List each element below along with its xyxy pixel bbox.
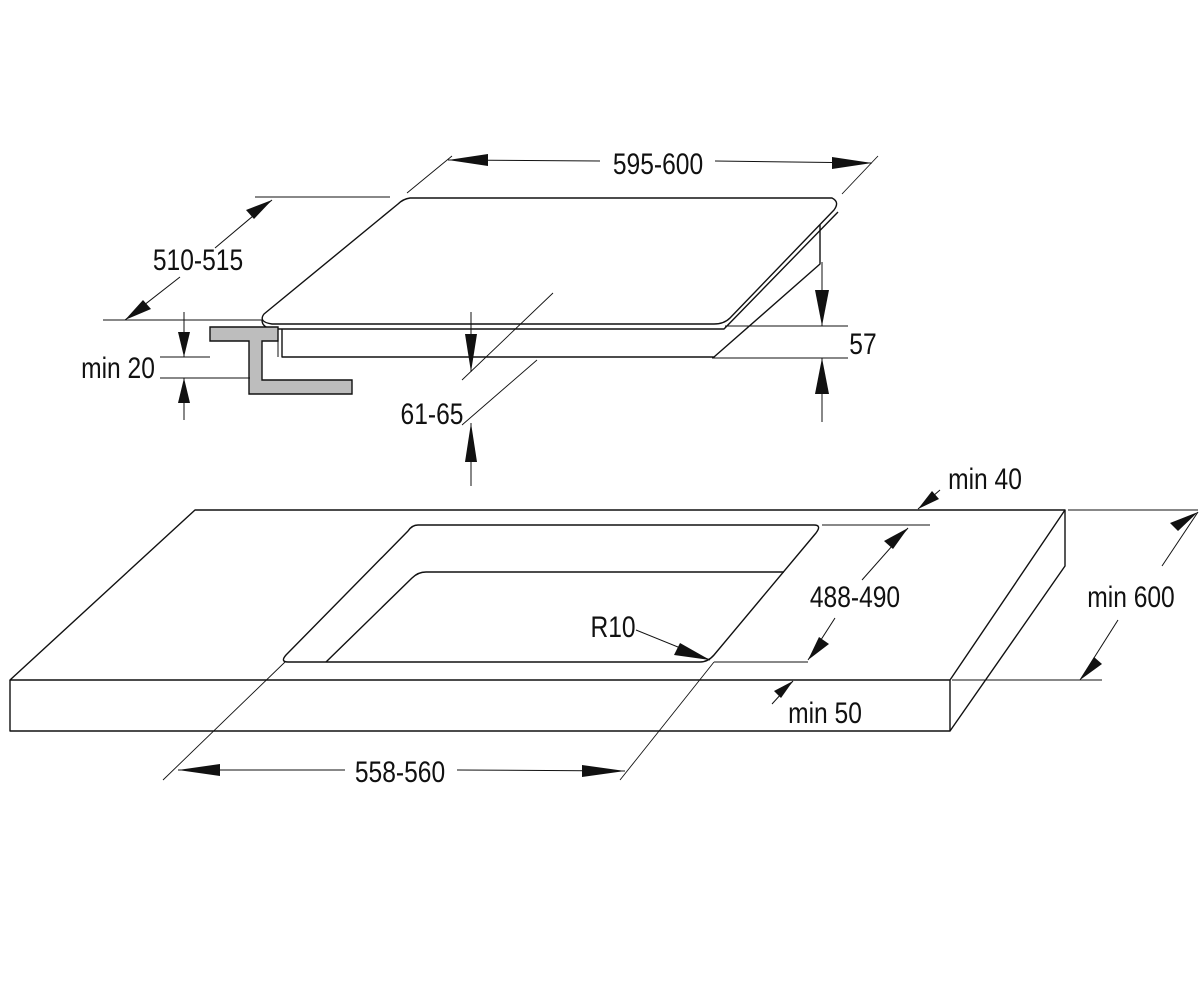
dimension-hob-width: [406, 154, 879, 195]
label-cutout-depth: 488-490: [810, 580, 900, 614]
label-installation-depth: 61-65: [401, 397, 464, 431]
fixing-bracket: [209, 326, 353, 395]
label-hob-height: 57: [849, 327, 876, 361]
label-hob-depth: 510-515: [153, 243, 243, 277]
label-corner-radius: R10: [590, 610, 635, 644]
label-worktop-depth: min 600: [1087, 580, 1174, 614]
dimension-worktop-depth: [952, 509, 1199, 681]
worktop-front-face: [9, 680, 951, 732]
label-hob-width: 595-600: [613, 147, 703, 181]
dimension-back-clearance: [771, 680, 794, 705]
cutout-inner-edge: [325, 571, 784, 663]
label-cutout-width: 558-560: [355, 755, 445, 789]
dimension-installation-depth: [461, 292, 554, 486]
dimension-cutout-depth: [714, 527, 909, 663]
hob-body: [281, 225, 821, 358]
dimension-corner-radius: [635, 629, 711, 661]
label-back-clearance: min 50: [788, 696, 862, 730]
dimension-hob-depth: [103, 196, 390, 321]
worktop-side-face: [949, 510, 1066, 732]
hob-glass-top: [261, 197, 838, 325]
label-front-clearance: min 40: [948, 462, 1022, 496]
hob: [261, 197, 839, 358]
cutout-outline: [282, 524, 820, 663]
dimension-worktop-thickness: [160, 312, 250, 420]
worktop: [9, 509, 1066, 732]
hob-glass-edge: [261, 211, 839, 330]
dimension-cutout-width: [162, 661, 715, 781]
dimension-front-clearance: [822, 489, 941, 526]
worktop-top-surface: [9, 509, 1066, 681]
label-worktop-thickness: min 20: [81, 351, 155, 385]
dimension-hob-height: [712, 262, 848, 422]
worktop-cutout: [282, 524, 820, 663]
